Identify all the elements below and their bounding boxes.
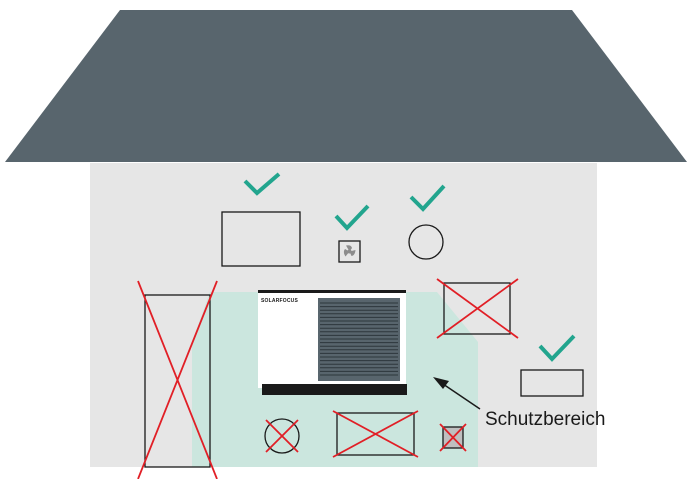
protection-zone-label: Schutzbereich (485, 409, 605, 430)
unit-top-bar (258, 290, 406, 293)
unit-base (262, 384, 407, 395)
heat-pump-unit: SOLARFOCUS (258, 290, 407, 395)
roof (5, 10, 687, 162)
brand-label: SOLARFOCUS (261, 298, 298, 304)
grille-slats (320, 303, 398, 375)
